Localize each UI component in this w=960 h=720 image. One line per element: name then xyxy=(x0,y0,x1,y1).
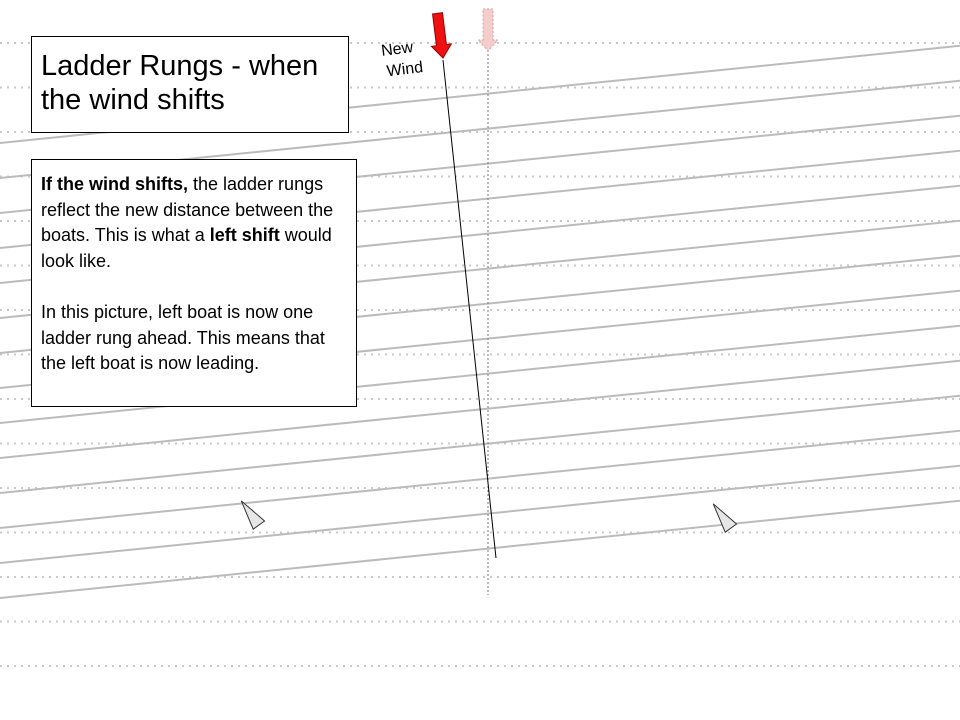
explanation-box: If the wind shifts, the ladder rungs ref… xyxy=(31,159,357,407)
new-wind-label: New Wind xyxy=(380,36,424,82)
ladder-rung xyxy=(0,464,960,564)
sailboat-icon xyxy=(712,503,738,533)
explanation-paragraph-1: If the wind shifts, the ladder rungs ref… xyxy=(41,172,348,274)
title-box: Ladder Rungs - when the wind shifts xyxy=(31,36,349,133)
explanation-text: would look like. xyxy=(41,225,332,271)
bold-left-shift: left shift xyxy=(209,225,280,246)
new-wind-axis-line xyxy=(442,59,497,559)
right-boat xyxy=(712,503,738,533)
ladder-rung xyxy=(0,394,960,494)
explanation-text: the ladder rungs reflect the new distanc… xyxy=(41,174,334,246)
explanation-paragraph-2: In this picture, left boat is now one la… xyxy=(41,301,325,374)
wind-label-line-2: Wind xyxy=(385,59,425,81)
page-title: Ladder Rungs - when the wind shifts xyxy=(41,50,319,116)
ladder-rung xyxy=(0,429,960,529)
left-boat xyxy=(240,500,266,530)
ladder-rung xyxy=(0,499,960,599)
new-wind-arrow-icon xyxy=(430,12,453,59)
bold-lead: If the wind shifts, xyxy=(41,174,188,194)
sailboat-icon xyxy=(240,500,266,530)
old-wind-arrow-icon xyxy=(476,8,500,52)
